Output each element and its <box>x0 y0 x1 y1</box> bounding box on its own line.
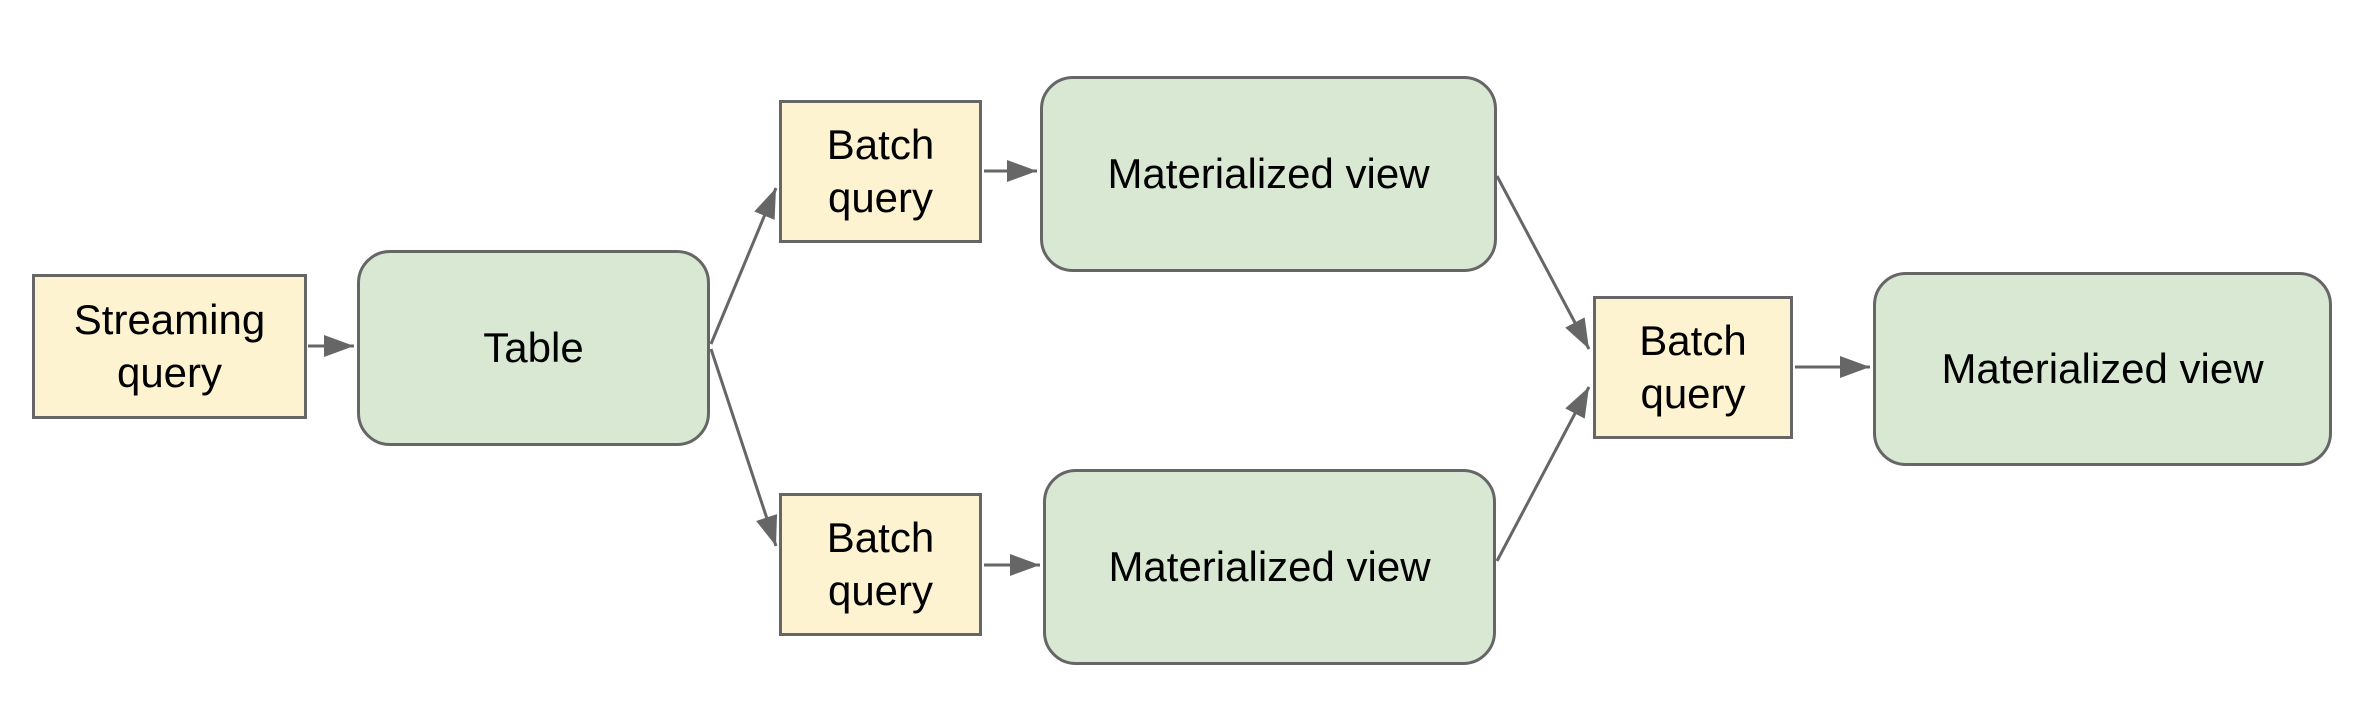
node-streaming-query-label: Streaming query <box>73 296 266 396</box>
node-batch-query-right-label: Batch query <box>1639 317 1747 417</box>
node-materialized-view-bottom: Materialized view <box>1043 469 1496 665</box>
edge-materialized-view-bottom-to-batch-query-right <box>1495 386 1591 562</box>
node-batch-query-top-label: Batch query <box>826 121 935 221</box>
edge-table-to-batch-query-top <box>709 187 778 345</box>
node-batch-query-right: Batch query <box>1593 296 1793 439</box>
node-streaming-query: Streaming query <box>32 274 307 419</box>
edge-table-to-batch-query-bottom <box>709 348 778 547</box>
node-materialized-view-bottom-label: Materialized view <box>1108 542 1431 590</box>
node-batch-query-bottom-label: Batch query <box>826 514 935 614</box>
edge-materialized-view-top-to-batch-query-right <box>1495 175 1591 350</box>
node-batch-query-bottom: Batch query <box>779 493 982 636</box>
node-table: Table <box>357 250 710 446</box>
node-table-label: Table <box>483 323 584 371</box>
node-materialized-view-top: Materialized view <box>1040 76 1497 272</box>
node-materialized-view-top-label: Materialized view <box>1107 149 1430 197</box>
node-batch-query-top: Batch query <box>779 100 982 243</box>
node-materialized-view-right: Materialized view <box>1873 272 2332 466</box>
node-materialized-view-right-label: Materialized view <box>1941 344 2264 392</box>
